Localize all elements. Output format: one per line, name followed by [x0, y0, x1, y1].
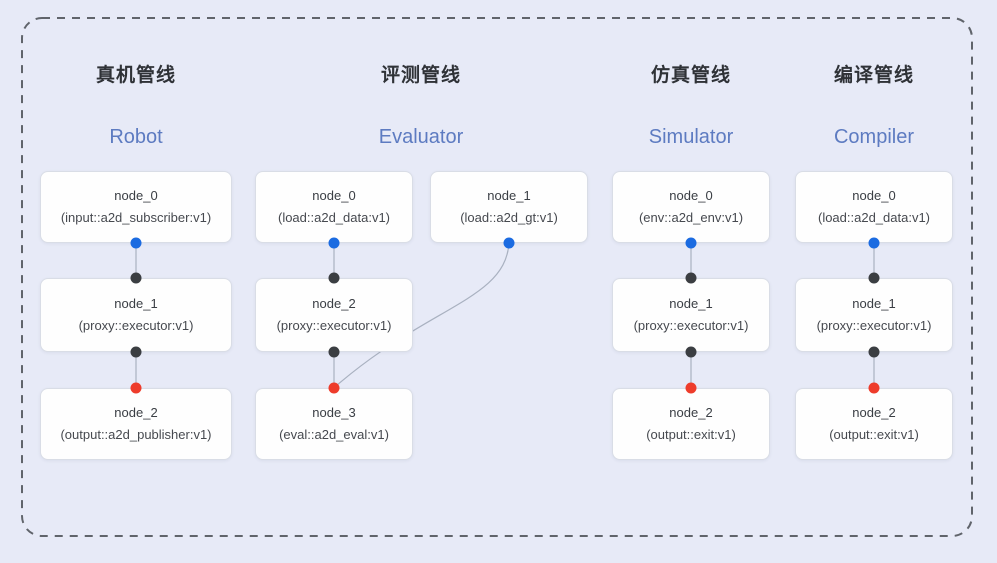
terminal-port-dot — [328, 382, 340, 394]
node-box-robot-node2: node_2 (output::a2d_publisher:v1) — [40, 388, 232, 460]
pipeline-header-evaluator: 评测管线 Evaluator — [321, 64, 521, 149]
pipeline-title-zh: 评测管线 — [380, 65, 461, 86]
node-name: node_2 — [669, 405, 713, 420]
node-box-compiler-node0: node_0 (load::a2d_data:v1) — [795, 171, 953, 243]
pipeline-title-en: Robot — [109, 126, 163, 148]
node-name: node_0 — [669, 188, 713, 203]
node-impl: (eval::a2d_eval:v1) — [279, 427, 389, 442]
output-port-dot — [868, 346, 880, 358]
input-port-dot — [868, 272, 880, 284]
output-port-dot — [868, 237, 880, 249]
node-impl: (input::a2d_subscriber:v1) — [60, 210, 212, 225]
node-box-simulator-node2: node_2 (output::exit:v1) — [612, 388, 770, 460]
node-box-evaluator-node0: node_0 (load::a2d_data:v1) — [255, 171, 413, 243]
node-box-compiler-node2: node_2 (output::exit:v1) — [795, 388, 953, 460]
output-port-dot — [503, 237, 515, 249]
output-port-dot — [685, 346, 697, 358]
output-port-dot — [328, 346, 340, 358]
input-port-dot — [328, 272, 340, 284]
pipeline-header-compiler: 编译管线 Compiler — [774, 64, 974, 149]
node-name: node_1 — [852, 296, 896, 311]
node-box-evaluator-node3: node_3 (eval::a2d_eval:v1) — [255, 388, 413, 460]
node-box-evaluator-node1: node_1 (load::a2d_gt:v1) — [430, 171, 588, 243]
input-port-dot — [130, 272, 142, 284]
pipeline-title-en: Compiler — [833, 126, 915, 148]
output-port-dot — [685, 237, 697, 249]
node-impl: (load::a2d_data:v1) — [277, 210, 391, 225]
node-name: node_0 — [114, 188, 158, 203]
terminal-port-dot — [685, 382, 697, 394]
node-impl: (output::a2d_publisher:v1) — [60, 427, 212, 442]
node-box-simulator-node1: node_1 (proxy::executor:v1) — [612, 278, 770, 352]
node-name: node_0 — [312, 188, 356, 203]
node-box-evaluator-node2: node_2 (proxy::executor:v1) — [255, 278, 413, 352]
input-port-dot — [685, 272, 697, 284]
node-name: node_1 — [669, 296, 713, 311]
node-box-simulator-node0: node_0 (env::a2d_env:v1) — [612, 171, 770, 243]
pipeline-header-robot: 真机管线 Robot — [36, 64, 236, 149]
node-name: node_3 — [312, 405, 356, 420]
pipeline-title-zh: 编译管线 — [833, 65, 914, 86]
output-port-dot — [130, 237, 142, 249]
terminal-port-dot — [130, 382, 142, 394]
node-impl: (proxy::executor:v1) — [276, 318, 392, 333]
pipeline-header-simulator: 仿真管线 Simulator — [591, 64, 791, 149]
node-impl: (load::a2d_data:v1) — [817, 210, 931, 225]
node-box-compiler-node1: node_1 (proxy::executor:v1) — [795, 278, 953, 352]
output-port-dot — [328, 237, 340, 249]
node-name: node_2 — [114, 405, 158, 420]
pipeline-title-zh: 真机管线 — [95, 65, 176, 86]
output-port-dot — [130, 346, 142, 358]
dashed-boundary — [21, 17, 973, 537]
node-impl: (proxy::executor:v1) — [816, 318, 932, 333]
node-name: node_2 — [852, 405, 896, 420]
node-impl: (proxy::executor:v1) — [633, 318, 749, 333]
node-impl: (load::a2d_gt:v1) — [460, 210, 558, 225]
pipeline-title-zh: 仿真管线 — [650, 65, 731, 86]
edge-curve — [335, 242, 510, 387]
node-name: node_0 — [852, 188, 896, 203]
pipeline-title-en: Evaluator — [378, 126, 464, 148]
node-name: node_1 — [487, 188, 531, 203]
pipeline-title-en: Simulator — [648, 126, 734, 148]
node-box-robot-node1: node_1 (proxy::executor:v1) — [40, 278, 232, 352]
node-impl: (proxy::executor:v1) — [78, 318, 194, 333]
node-impl: (output::exit:v1) — [829, 427, 919, 442]
node-name: node_2 — [312, 296, 356, 311]
node-name: node_1 — [114, 296, 158, 311]
terminal-port-dot — [868, 382, 880, 394]
node-impl: (output::exit:v1) — [646, 427, 736, 442]
node-impl: (env::a2d_env:v1) — [638, 210, 744, 225]
node-box-robot-node0: node_0 (input::a2d_subscriber:v1) — [40, 171, 232, 243]
